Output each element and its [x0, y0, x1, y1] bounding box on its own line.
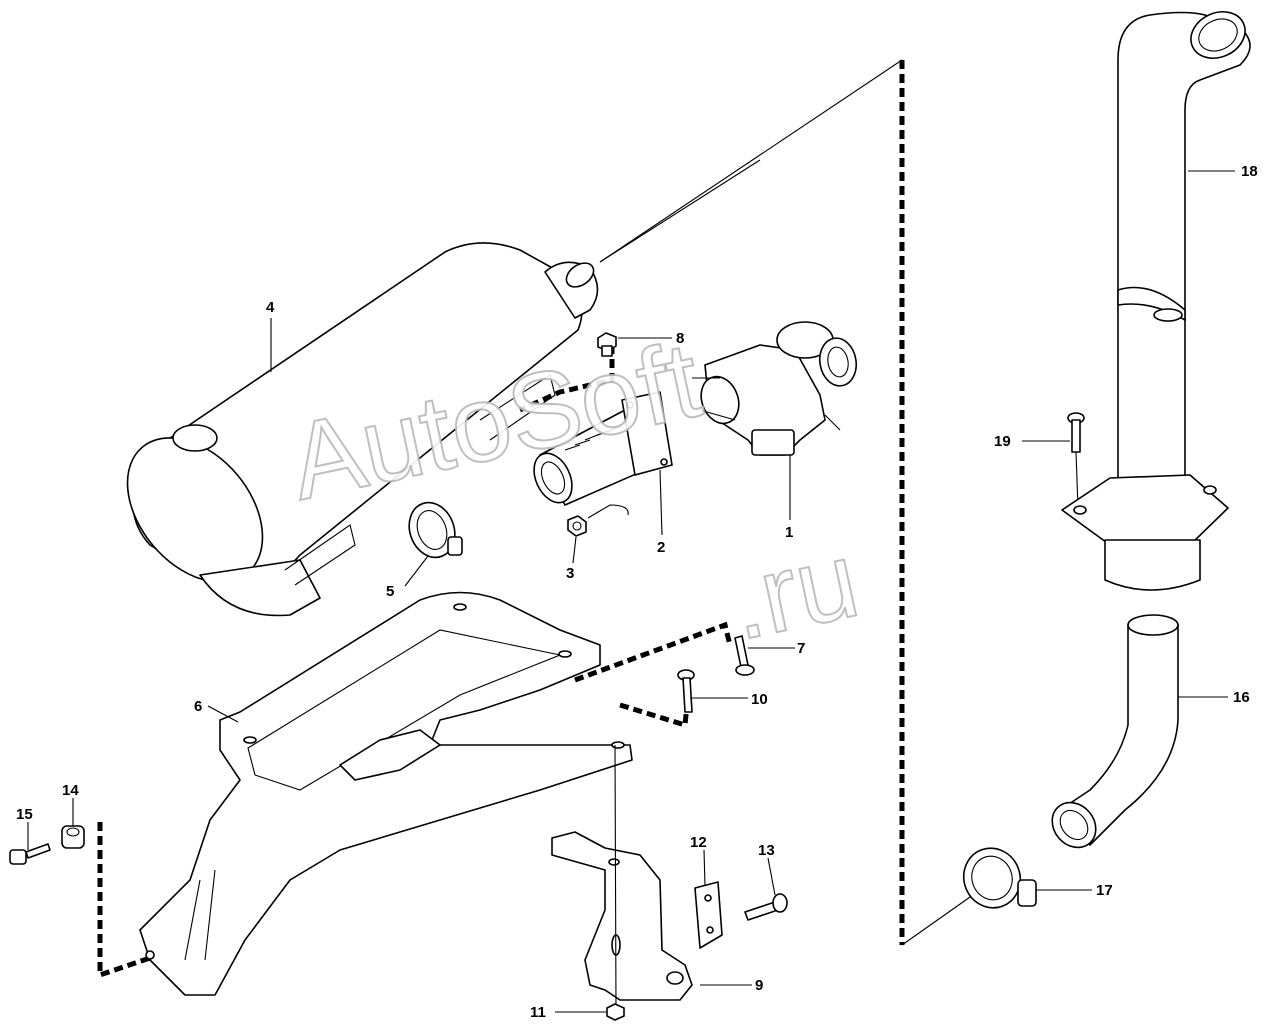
clamp-5 [408, 501, 463, 559]
callout-2: 2 [657, 539, 665, 556]
callout-3: 3 [566, 565, 574, 582]
bolt-7 [734, 635, 755, 676]
muffler [126, 159, 761, 617]
nut-11 [606, 1003, 625, 1021]
elbow-pipe [1051, 614, 1179, 849]
callouts: 4 8 1 2 3 5 6 7 10 9 11 12 13 14 15 18 1… [16, 163, 1258, 1021]
bolt-10 [677, 669, 695, 713]
spacer-14 [61, 825, 85, 849]
callout-10: 10 [751, 691, 768, 708]
bolt-8 [597, 332, 617, 357]
callout-8: 8 [676, 330, 684, 347]
flex-pipe [533, 391, 673, 506]
callout-9: 9 [755, 977, 763, 994]
callout-17: 17 [1096, 882, 1113, 899]
callout-16: 16 [1233, 689, 1250, 706]
bolt-19 [1067, 412, 1085, 509]
leader-lines [27, 170, 1235, 1013]
callout-7: 7 [797, 640, 805, 657]
nut-3 [567, 504, 629, 537]
stack-pipe [1061, 11, 1251, 591]
main-bracket [139, 591, 633, 996]
callout-14: 14 [62, 782, 79, 799]
callout-15: 15 [16, 806, 33, 823]
callout-5: 5 [386, 583, 394, 600]
turbo-assembly [692, 321, 858, 456]
callout-13: 13 [758, 842, 775, 859]
watermark-line2: .ru [720, 518, 868, 663]
callout-11: 11 [530, 1004, 546, 1021]
callout-6: 6 [194, 698, 202, 715]
plate-12 [694, 881, 723, 949]
callout-19: 19 [994, 433, 1011, 450]
clamp-17 [962, 847, 1037, 909]
callout-18: 18 [1241, 163, 1258, 180]
bolt-13 [744, 893, 788, 921]
callout-1: 1 [785, 524, 793, 541]
lower-bracket [551, 744, 693, 1011]
callout-12: 12 [690, 834, 707, 851]
bolt-15 [9, 843, 51, 865]
callout-4: 4 [266, 299, 275, 316]
